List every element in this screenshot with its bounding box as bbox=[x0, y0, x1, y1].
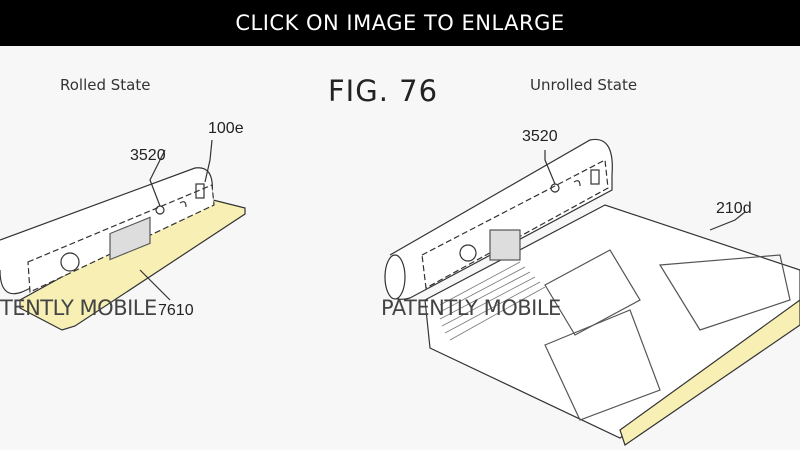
right-panel bbox=[421, 159, 609, 289]
ref-3520-left: 3520 bbox=[130, 147, 166, 164]
enlarge-banner[interactable]: CLICK ON IMAGE TO ENLARGE bbox=[0, 0, 800, 46]
watermark-left: TENTLY MOBILE bbox=[0, 296, 157, 320]
ref-100e: 100e bbox=[208, 120, 244, 137]
right-display-sheet bbox=[424, 204, 800, 439]
ref-3520-right: 3520 bbox=[522, 128, 558, 145]
right-yellow-strip bbox=[619, 299, 800, 446]
ref-7610: 7610 bbox=[158, 302, 194, 319]
rolled-state-label: Rolled State bbox=[60, 76, 151, 94]
ref-210d: 210d bbox=[716, 200, 752, 217]
unrolled-state-label: Unrolled State bbox=[530, 76, 638, 94]
left-base-plate bbox=[19, 197, 246, 331]
watermark-right: PATENTLY MOBILE bbox=[381, 296, 561, 320]
figure-title: FIG. 76 bbox=[328, 74, 439, 108]
